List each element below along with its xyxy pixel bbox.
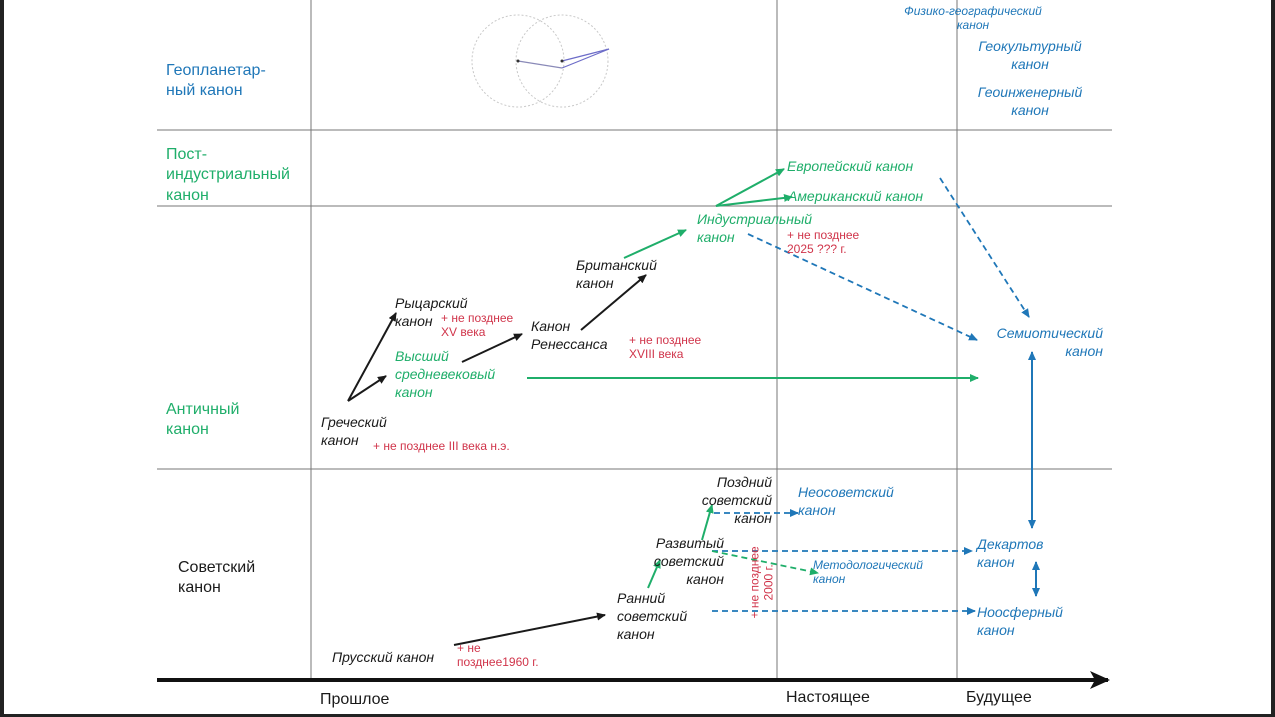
canon-late-soviet: Поздний советский канон	[701, 474, 772, 526]
canon-geocultural: Геокультурный канон	[978, 38, 1082, 72]
circle-radius-3	[561, 48, 610, 69]
canon-geoengineering: Геоинженерный канон	[977, 84, 1083, 118]
arrow-renaissance-to-british	[580, 274, 647, 331]
arrow-british-to-industrial	[623, 229, 687, 259]
arrow-medieval-to-renaissance	[461, 333, 523, 363]
note-2025: + не позднее 2025 ??? г.	[787, 228, 860, 257]
canon-renaissance: Канон Ренессанса	[531, 318, 608, 352]
canon-european: Европейский канон	[787, 158, 914, 174]
axis-label-present: Настоящее	[786, 689, 870, 706]
arrow-industrial-to-semiotic	[747, 233, 978, 341]
canon-greek: Греческий канон	[321, 414, 387, 448]
green-arrows	[527, 168, 979, 589]
circle-radius-1	[517, 60, 563, 69]
canon-physgeo: Физико-географический канон	[904, 4, 1042, 32]
circle-right	[515, 14, 609, 108]
note-iii: + не позднее III века н.э.	[373, 439, 510, 453]
canon-prussian: Прусский канон	[332, 649, 435, 665]
canon-developed-soviet: Развитый советский канон	[653, 535, 724, 587]
arrow-greek-to-high-medieval	[347, 375, 387, 402]
canon-neosoviet: Неосоветский канон	[798, 484, 894, 518]
canon-high-medieval: Высший средневековый канон	[395, 348, 496, 400]
arrow-developed-to-late-soviet	[701, 504, 714, 541]
row-label-postindustrial: Пост- индустриальный канон	[166, 146, 290, 204]
circle-center-dot	[560, 59, 564, 63]
arrow-industrial-to-american	[715, 193, 793, 207]
circle-center-dot	[516, 59, 520, 63]
axis-label-future: Будущее	[966, 689, 1032, 706]
note-2000-vertical: + не позднее 2000 г.	[747, 546, 776, 619]
canon-early-soviet: Ранний советский канон	[617, 590, 688, 642]
canon-cartesian: Декартов канон	[977, 536, 1044, 570]
axis-label-past: Прошлое	[320, 691, 390, 708]
frame-edge-left	[0, 0, 4, 717]
canon-methodological: Методологический канон	[813, 558, 923, 586]
grid-lines	[157, 0, 1112, 680]
note-xv: + не позднее XV века	[441, 311, 514, 340]
overlapping-circles-figure	[471, 14, 610, 108]
frame-edge-right	[1271, 0, 1275, 717]
arrow-greek-to-knightly	[347, 312, 397, 402]
frame-edge-bottom	[0, 714, 1275, 717]
blue-arrows	[712, 177, 1030, 615]
arrow-industrial-to-european	[715, 168, 785, 207]
canon-american: Американский канон	[788, 188, 924, 204]
row-label-soviet: Советский канон	[178, 559, 256, 597]
canon-industrial: Индустриальный канон	[697, 211, 813, 245]
note-1960: + не позднее1960 г.	[457, 641, 539, 670]
circle-radius-2	[561, 48, 610, 62]
canon-semiotic: Семиотический канон	[996, 325, 1103, 359]
arrow-prussian-to-early-soviet	[453, 612, 606, 646]
row-label-antique: Античный канон	[166, 401, 240, 439]
canon-british: Британский канон	[576, 257, 657, 291]
canon-noospheric: Ноосферный канон	[977, 604, 1063, 638]
note-xviii: + не позднее XVIII века	[629, 333, 702, 362]
canon-knightly: Рыцарский канон	[395, 295, 468, 329]
blue-double-arrows	[1028, 351, 1040, 597]
arrow-developed-to-methodological	[711, 550, 819, 576]
arrow-american-to-semiotic	[939, 177, 1030, 318]
arrow-early-to-developed-soviet	[647, 559, 661, 589]
black-arrows	[347, 274, 647, 646]
row-label-geoplanetary: Геопланетар- ный канон	[166, 62, 266, 100]
